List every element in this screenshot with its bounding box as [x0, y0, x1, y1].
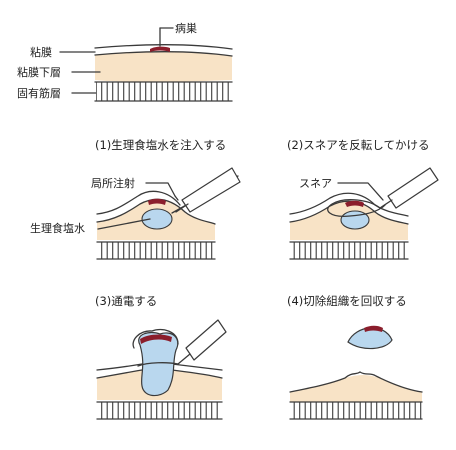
step-3-title: (3)通電する	[95, 294, 157, 308]
step-3-polyp	[138, 331, 179, 397]
label-lesion: 病巣	[175, 21, 197, 35]
lesion-mark	[150, 46, 170, 52]
step-1-callout-injection: 局所注射	[91, 176, 135, 190]
step-4-resected-tissue	[347, 327, 393, 350]
step-1-callout-saline: 生理食塩水	[30, 221, 85, 235]
step-3-panel: (3)通電する	[95, 294, 227, 420]
label-mucosa: 粘膜	[30, 45, 52, 59]
muscularis-layer	[96, 82, 232, 101]
label-submucosa: 粘膜下層	[17, 65, 61, 79]
step-2-title: (2)スネアを反転してかける	[287, 138, 429, 152]
step-2-panel: (2)スネアを反転してかける スネア	[287, 138, 439, 260]
label-muscularis: 固有筋層	[17, 86, 61, 100]
step-4-panel: (4)切除組織を回収する	[287, 294, 423, 420]
step-2-saline	[340, 210, 370, 230]
mucosa-line-top	[94, 44, 233, 50]
mucosa-line-bottom	[94, 51, 233, 57]
step-1-saline	[141, 208, 173, 230]
step-1-title: (1)生理食塩水を注入する	[95, 138, 226, 152]
submucosa-layer	[95, 51, 232, 82]
step-4-title: (4)切除組織を回収する	[287, 294, 407, 308]
anatomy-legend: 病巣 粘膜 粘膜下層 固有筋層	[17, 21, 233, 102]
step-1-panel: (1)生理食塩水を注入する 局所注射 生理食塩水	[30, 138, 241, 260]
step-2-snare-loop	[327, 198, 386, 217]
step-2-callout-snare: スネア	[299, 177, 332, 190]
